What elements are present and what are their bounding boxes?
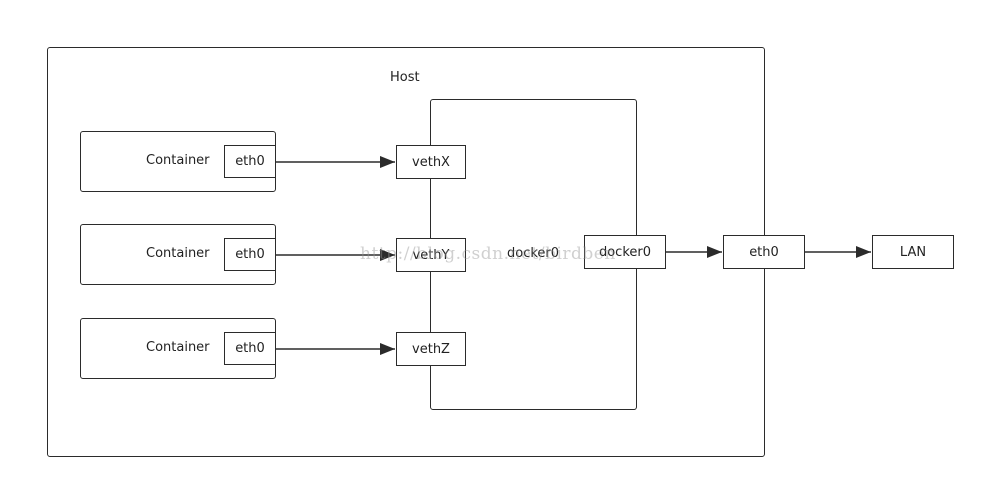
container-eth0-3: eth0 — [224, 332, 276, 365]
docker0-port: docker0 — [584, 235, 666, 269]
lan-box: LAN — [872, 235, 954, 269]
bridge-label: docker0 — [507, 246, 560, 261]
container-label-1: Container — [146, 153, 210, 168]
container-label-2: Container — [146, 246, 210, 261]
container-eth0-2: eth0 — [224, 238, 276, 271]
veth-x-port: vethX — [396, 145, 466, 179]
container-eth0-1: eth0 — [224, 145, 276, 178]
host-eth0-port: eth0 — [723, 235, 805, 269]
container-label-3: Container — [146, 340, 210, 355]
veth-y-port: vethY — [396, 238, 466, 272]
host-label: Host — [390, 70, 420, 85]
watermark-text: http://blog.csdn.net/birdben — [360, 244, 616, 264]
veth-z-port: vethZ — [396, 332, 466, 366]
